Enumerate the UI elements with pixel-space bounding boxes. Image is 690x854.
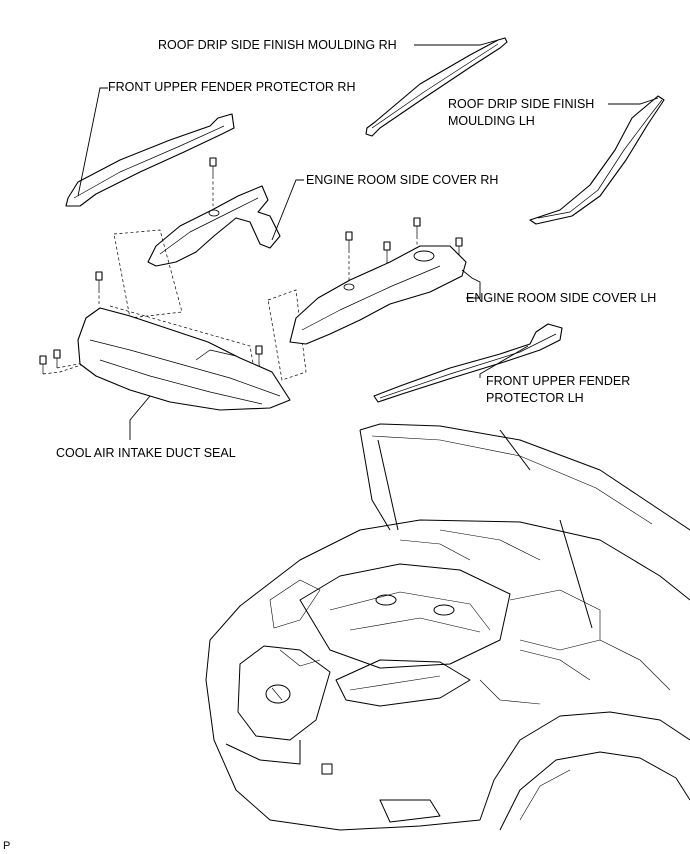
label-front-upper-fender-protector-rh: FRONT UPPER FENDER PROTECTOR RH	[108, 80, 356, 94]
front-upper-fender-protector-rh	[65, 113, 235, 207]
leader-roof-lh	[608, 97, 659, 105]
roof-drip-moulding-lh	[529, 95, 665, 225]
label-roof-drip-moulding-lh-line2: MOULDING LH	[448, 114, 535, 128]
engine-room-side-cover-lh	[289, 245, 467, 345]
label-front-upper-fender-protector-lh-line2: PROTECTOR LH	[486, 391, 584, 405]
roof-drip-moulding-rh	[365, 37, 508, 137]
label-cool-air-intake-duct-seal: COOL AIR INTAKE DUCT SEAL	[56, 446, 236, 460]
label-engine-room-side-cover-rh: ENGINE ROOM SIDE COVER RH	[306, 173, 499, 187]
leader-intake-seal	[129, 395, 151, 440]
footer-code: P	[3, 840, 11, 852]
label-roof-drip-moulding-rh: ROOF DRIP SIDE FINISH MOULDING RH	[158, 38, 397, 52]
label-engine-room-side-cover-lh: ENGINE ROOM SIDE COVER LH	[466, 291, 657, 305]
cool-air-intake-duct-seal	[77, 307, 291, 411]
front-upper-fender-protector-lh	[373, 323, 563, 403]
leader-fender-rh	[77, 87, 108, 197]
leader-engine-lh	[461, 269, 481, 299]
leader-roof-rh	[414, 39, 499, 46]
dashed-guides	[42, 176, 418, 381]
engine-room-side-cover-rh	[147, 185, 281, 267]
leader-engine-rh	[271, 179, 304, 241]
leader-fender-lh	[479, 345, 529, 378]
label-roof-drip-moulding-lh-line1: ROOF DRIP SIDE FINISH	[448, 97, 595, 111]
label-front-upper-fender-protector-lh-line1: FRONT UPPER FENDER	[486, 374, 631, 388]
vehicle-engine-bay	[205, 423, 690, 831]
